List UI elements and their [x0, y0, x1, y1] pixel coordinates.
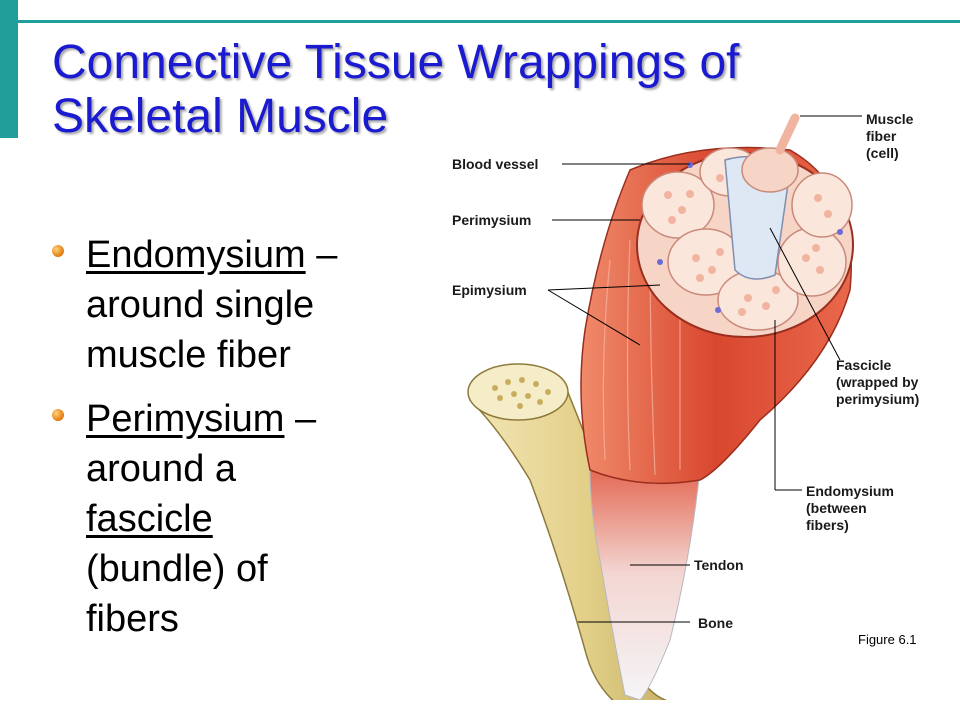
muscle-anatomy-figure: Blood vessel Perimysium Epimysium Muscle… — [452, 111, 919, 700]
label-endomysium-line1: Endomysium — [806, 483, 894, 499]
bullet-dot-icon — [52, 409, 64, 421]
title-line-1: Connective Tissue Wrappings of — [52, 36, 740, 89]
term-endomysium: Endomysium — [86, 234, 306, 276]
term-perimysium: Perimysium — [86, 398, 285, 440]
bullet-perimysium: Perimysium – around a fascicle (bundle) … — [52, 394, 412, 644]
figure-caption: Figure 6.1 — [858, 632, 917, 647]
title-line-2: Skeletal Muscle — [52, 90, 389, 143]
accent-bar-left — [0, 0, 18, 138]
bone-end — [467, 363, 569, 421]
label-perimysium: Perimysium — [452, 212, 531, 228]
label-endomysium-line3: fibers) — [806, 517, 849, 533]
label-endomysium-line2: (between — [806, 500, 867, 516]
label-bone: Bone — [698, 615, 733, 631]
bullet-dot-icon — [52, 245, 64, 257]
bullet-list: Endomysium – around single muscle fiber … — [52, 230, 412, 658]
label-fascicle-line2: (wrapped by — [836, 374, 919, 390]
label-blood-vessel: Blood vessel — [452, 156, 538, 172]
accent-line-top — [18, 20, 960, 23]
label-muscle-fiber-line2: fiber — [866, 128, 897, 144]
slide-title: Connective Tissue Wrappings of Skeletal … — [52, 36, 852, 144]
label-muscle-fiber-line3: (cell) — [866, 145, 899, 161]
label-muscle-fiber-line1: Muscle — [866, 111, 914, 127]
label-fascicle-line3: perimysium) — [836, 391, 919, 407]
label-epimysium: Epimysium — [452, 282, 527, 298]
bullet-endomysium: Endomysium – around single muscle fiber — [52, 230, 412, 380]
term-fascicle: fascicle — [86, 498, 213, 540]
label-tendon: Tendon — [694, 557, 744, 573]
label-fascicle-line1: Fascicle — [836, 357, 891, 373]
